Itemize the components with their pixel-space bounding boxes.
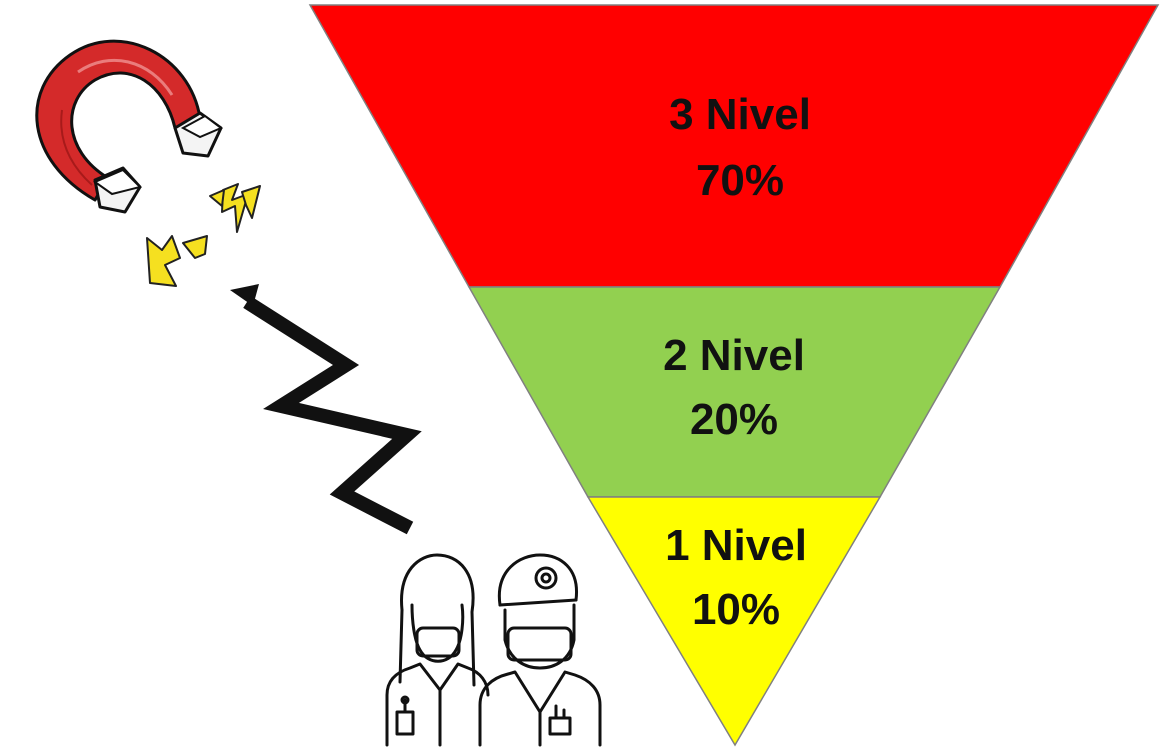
level-3-name: 3 Nivel [669, 90, 811, 139]
level-2-band [469, 287, 1000, 497]
medical-staff-icon [387, 555, 600, 745]
level-3-percent: 70% [696, 156, 784, 205]
level-2-percent: 20% [690, 395, 778, 444]
zigzag-arrow-icon [230, 284, 410, 528]
level-1-name: 1 Nivel [665, 521, 807, 570]
magnet-icon [37, 41, 221, 212]
level-3-band [310, 5, 1158, 287]
level-2-name: 2 Nivel [663, 331, 805, 380]
spark-icon [147, 184, 260, 286]
level-1-percent: 10% [692, 585, 780, 634]
